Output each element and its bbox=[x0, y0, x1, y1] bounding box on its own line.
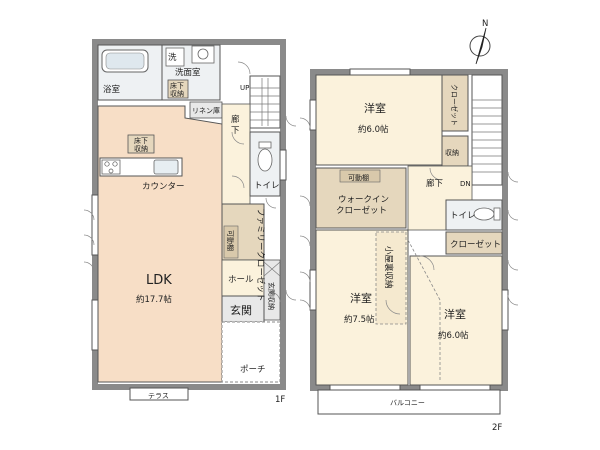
door-swings-2f bbox=[299, 117, 519, 315]
floor1-label: 1F bbox=[275, 395, 285, 405]
western-room-1 bbox=[315, 74, 443, 166]
toilet1-label: トイレ bbox=[254, 181, 280, 191]
walkin-shelf bbox=[339, 169, 381, 183]
movable-shelf-1f bbox=[223, 225, 239, 259]
entry-hall-label: ホール bbox=[228, 275, 254, 285]
sink-bowl-icon bbox=[197, 48, 209, 60]
toilet2-label: トイレ bbox=[450, 211, 476, 221]
attic-storage bbox=[375, 231, 407, 325]
windows-1f bbox=[91, 149, 287, 351]
underfloor-storage-1 bbox=[167, 79, 189, 99]
ldk-floor bbox=[97, 105, 223, 383]
closet-2 bbox=[445, 231, 503, 255]
storage-label: 収納 bbox=[445, 148, 459, 157]
underfloor2b-label: 収納 bbox=[134, 144, 148, 153]
toilet-tank-icon bbox=[258, 141, 272, 149]
toilet-bowl-icon bbox=[257, 148, 273, 172]
western1-size-label: 約6.0帖 bbox=[358, 124, 389, 135]
linen-label: リネン庫 bbox=[192, 106, 220, 115]
attic-dashed-line bbox=[407, 239, 441, 382]
underfloor-storage-2 bbox=[127, 134, 155, 154]
compass-rose: N bbox=[469, 19, 491, 65]
terrace bbox=[129, 387, 189, 401]
porch-label: ポーチ bbox=[240, 365, 266, 375]
stove-icon bbox=[101, 159, 121, 175]
underfloor2-label: 床下 bbox=[134, 136, 148, 145]
western2-size-label: 約7.5帖 bbox=[344, 314, 375, 325]
ldk-label: LDK bbox=[146, 273, 172, 288]
stairs-2f bbox=[471, 74, 503, 186]
stair-treads-2f bbox=[472, 99, 502, 173]
closet1-label: クローゼット bbox=[450, 84, 459, 126]
attic-label: 小屋裏収納 bbox=[383, 246, 394, 289]
closet-1 bbox=[441, 74, 469, 132]
western-room-3 bbox=[409, 255, 503, 386]
walkin-label: ウォークイン bbox=[338, 195, 389, 205]
movable-shelf-1f-label: 可動棚 bbox=[226, 230, 235, 251]
entrance-label: 玄関 bbox=[230, 303, 252, 317]
dn-label: DN bbox=[460, 180, 471, 188]
floor-2: 洋室 約6.0帖 クローゼット 収納 廊下 DN 可動棚 ウォークイン クローゼ… bbox=[299, 68, 519, 433]
compass-n-label: N bbox=[482, 19, 488, 29]
entrance-storage-label: 玄関収納 bbox=[267, 282, 276, 310]
compass-needle-icon bbox=[475, 27, 487, 65]
compass-circle bbox=[469, 35, 491, 57]
wash-label: 洗 bbox=[168, 52, 177, 63]
closet2-label: クローゼット bbox=[450, 239, 501, 250]
western2-label: 洋室 bbox=[350, 291, 372, 305]
western3-size-label: 約6.0帖 bbox=[438, 330, 469, 341]
kitchen-sink-icon bbox=[153, 159, 179, 175]
bath-label: 浴室 bbox=[103, 84, 121, 95]
walkin-b-label: クローゼット bbox=[336, 205, 387, 216]
walkin-shelf-label: 可動棚 bbox=[348, 173, 369, 182]
sink-icon bbox=[191, 45, 215, 64]
western1-label: 洋室 bbox=[364, 101, 386, 115]
hall2-label: 廊下 bbox=[426, 178, 444, 189]
balcony bbox=[317, 389, 501, 415]
terrace-label: テラス bbox=[148, 392, 169, 400]
washing-machine-icon bbox=[165, 47, 185, 67]
bathtub-inner-icon bbox=[105, 52, 145, 70]
up-label: UP bbox=[240, 84, 249, 92]
windows-2f bbox=[309, 68, 509, 391]
washroom-label: 洗面室 bbox=[175, 67, 201, 78]
floor-1: 浴室 洗 洗面室 床下 収納 リネン庫 UP 廊 下 トイレ 床下 収納 カウン… bbox=[83, 39, 297, 405]
family-closet-label: ファミリークローゼット bbox=[255, 208, 266, 302]
hall1b-label: 下 bbox=[231, 126, 240, 136]
ldk-size-label: 約17.7帖 bbox=[136, 294, 172, 305]
porch bbox=[221, 321, 281, 383]
entry-hall bbox=[221, 259, 265, 297]
entrance-storage bbox=[263, 259, 281, 321]
hall-1f bbox=[221, 103, 251, 205]
floor2-label: 2F bbox=[492, 423, 502, 433]
hall1-label: 廊 bbox=[231, 114, 240, 125]
underfloor1-label: 床下 bbox=[170, 81, 184, 90]
stairs-1f bbox=[249, 75, 281, 129]
toilet-2f-bowl-icon bbox=[473, 207, 495, 221]
western3-label: 洋室 bbox=[444, 307, 466, 321]
underfloor1b-label: 収納 bbox=[170, 89, 184, 98]
balcony-label: バルコニー bbox=[390, 399, 425, 407]
door-swings-1f bbox=[83, 61, 297, 303]
stair-treads-1f bbox=[250, 78, 280, 126]
toilet-2f-tank-icon bbox=[493, 207, 501, 221]
counter-label: カウンター bbox=[142, 182, 185, 192]
